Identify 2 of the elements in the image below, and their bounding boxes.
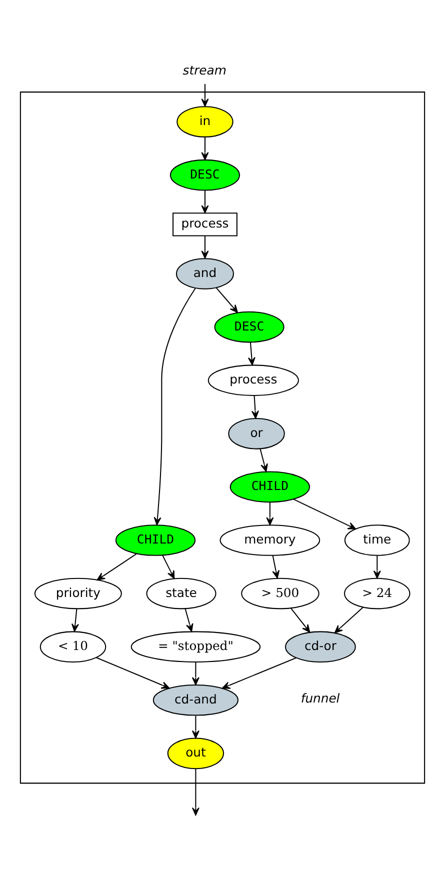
node-text: stream <box>182 63 226 78</box>
label: funnel <box>300 690 340 705</box>
